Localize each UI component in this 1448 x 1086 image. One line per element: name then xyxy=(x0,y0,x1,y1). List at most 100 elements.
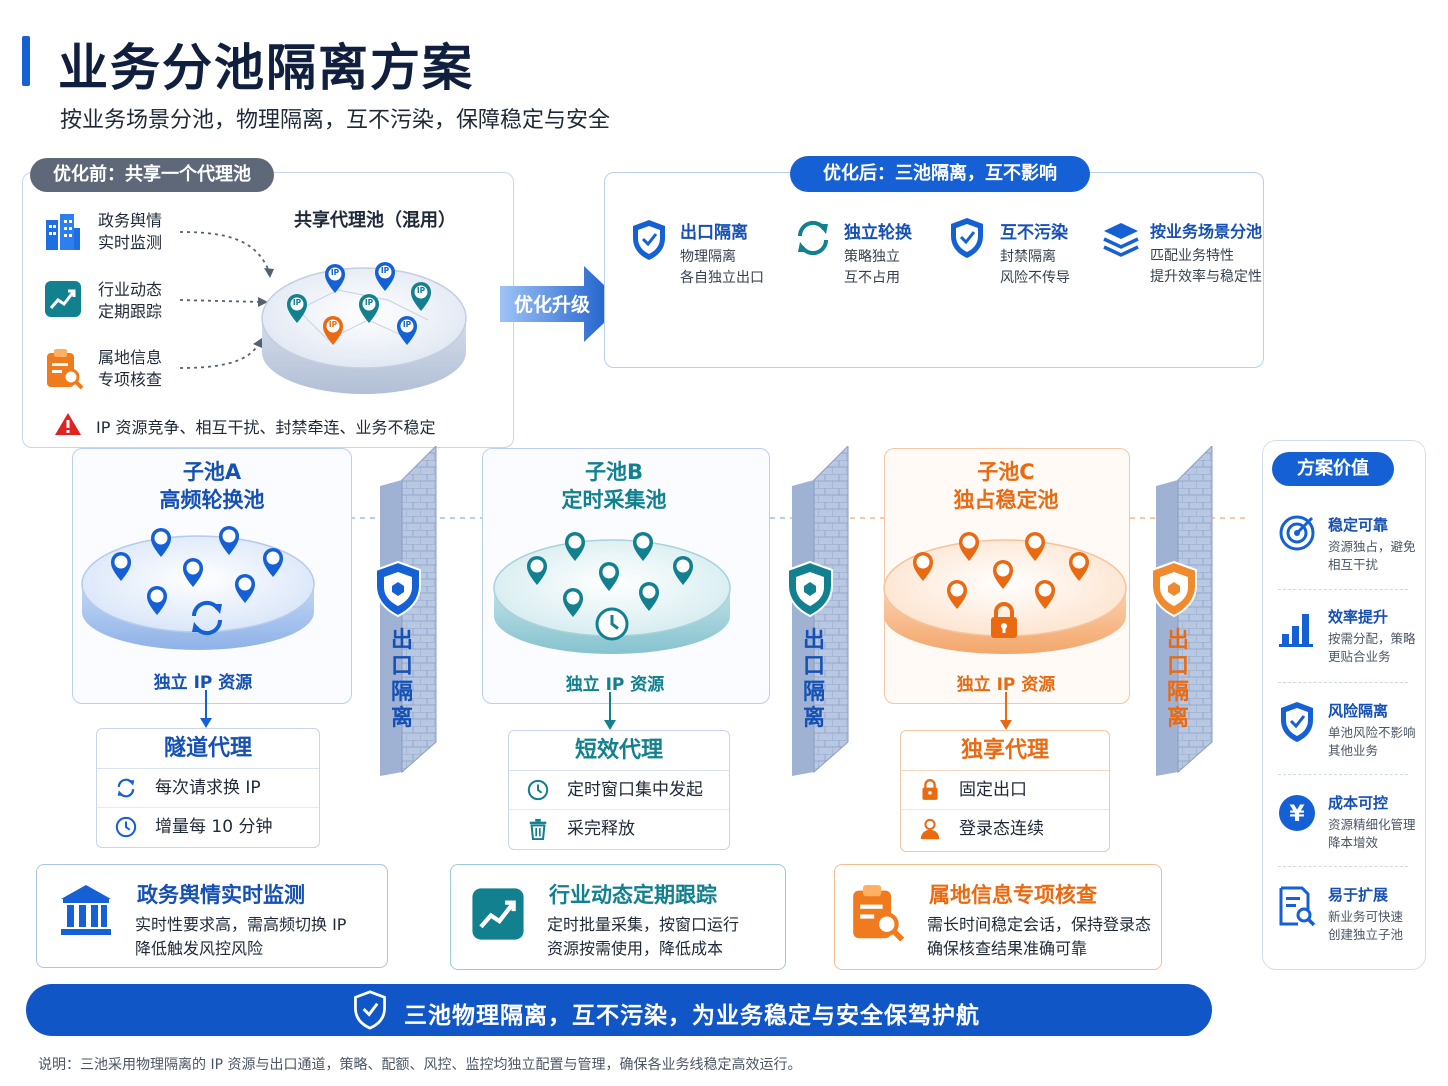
feature-3: 互不污染封禁隔离风险不传导 xyxy=(1000,223,1070,286)
ip-pin-icon xyxy=(947,580,967,609)
pool-a-pins xyxy=(80,518,316,654)
wall-2-label: 出口隔离 xyxy=(802,628,825,731)
lock-icon xyxy=(922,779,938,800)
down-arrow-icon xyxy=(200,690,212,728)
government-building-icon xyxy=(61,885,111,935)
ip-pin-icon xyxy=(219,526,239,555)
shield-icon xyxy=(375,560,421,618)
bottom-banner xyxy=(26,984,1212,1036)
warning-icon xyxy=(54,412,82,440)
trash-icon xyxy=(529,818,547,840)
down-arrow-icon xyxy=(1000,692,1012,730)
ip-pin-icon xyxy=(151,528,171,557)
ip-pin-icon xyxy=(993,560,1013,589)
after-panel xyxy=(604,172,1264,368)
government-building-icon xyxy=(44,212,82,256)
document-search-icon xyxy=(1278,886,1316,930)
value-item-1: 稳定可靠资源独占，避免相互干扰 xyxy=(1328,516,1416,572)
clipboard-search-icon xyxy=(853,885,905,942)
bar-chart-icon xyxy=(1278,608,1316,652)
clock-icon xyxy=(595,607,629,641)
wall-3-label: 出口隔离 xyxy=(1166,628,1189,731)
biz-card-3: 属地信息专项核查 需长时间稳定会话，保持登录态 确保核查结果准确可靠 xyxy=(834,864,1162,970)
clock-icon xyxy=(527,779,549,801)
biz-card-1: 政务舆情实时监测 实时性要求高，需高频切换 IP 降低触发风控风险 xyxy=(36,864,388,968)
rotate-arrows-icon xyxy=(794,218,832,262)
clock-icon xyxy=(115,816,137,838)
proxy-c-row-2: 登录态连续 xyxy=(901,809,1109,847)
shield-check-icon xyxy=(948,216,986,264)
ip-pin-icon: IP xyxy=(322,316,344,350)
ip-pin-icon: IP xyxy=(286,294,308,328)
shared-pool-title: 共享代理池（混用） xyxy=(294,210,456,231)
wall-1-label: 出口隔离 xyxy=(390,628,413,731)
yen-icon: ¥ xyxy=(1278,794,1316,836)
source-connector-lines xyxy=(179,231,274,369)
after-label: 优化后：三池隔离，互不影响 xyxy=(790,156,1090,192)
value-item-3: 风险隔离单池风险不影响其他业务 xyxy=(1328,702,1416,758)
value-divider xyxy=(1278,774,1408,775)
shield-check-icon xyxy=(354,990,386,1030)
shield-icon xyxy=(1151,560,1197,618)
ip-pin-icon xyxy=(183,558,203,587)
source-3: 属地信息专项核查 xyxy=(98,348,163,389)
isolation-wall-2 xyxy=(792,446,849,776)
pool-b-proxy: 短效代理 定时窗口集中发起 采完释放 xyxy=(508,730,730,850)
value-item-5: 易于扩展新业务可快速创建独立子池 xyxy=(1328,886,1404,942)
pool-c-proxy: 独享代理 固定出口 登录态连续 xyxy=(900,730,1110,852)
rotate-arrows-icon xyxy=(117,778,135,798)
ip-pin-icon xyxy=(563,588,583,617)
proxy-b-title: 短效代理 xyxy=(509,731,729,771)
ip-pin-icon xyxy=(639,582,659,611)
proxy-c-title: 独享代理 xyxy=(901,731,1109,771)
pool-c-pins xyxy=(882,522,1128,658)
ip-pin-icon: IP xyxy=(396,316,418,350)
ip-pin-icon xyxy=(527,556,547,585)
pool-b-resource: 独立 IP 资源 xyxy=(565,675,665,695)
ip-pin-icon xyxy=(913,552,933,581)
trend-chart-icon xyxy=(472,888,524,940)
ip-pin-icon: IP xyxy=(374,262,396,296)
proxy-b-row-1: 定时窗口集中发起 xyxy=(509,771,729,809)
before-label: 优化前：共享一个代理池 xyxy=(30,158,274,192)
proxy-a-row-2: 增量每 10 分钟 xyxy=(97,807,319,845)
shared-pool-pins: IP IP IP IP IP IP IP xyxy=(258,250,470,396)
target-icon xyxy=(1278,514,1316,556)
trend-chart-icon xyxy=(44,280,82,322)
ip-pin-icon: IP xyxy=(410,282,432,316)
isolation-wall-3 xyxy=(1156,446,1213,776)
svg-text:¥: ¥ xyxy=(1289,802,1305,827)
pool-a-proxy: 隧道代理 每次请求换 IP 增量每 10 分钟 xyxy=(96,728,320,848)
shield-check-icon xyxy=(1278,700,1316,748)
ip-pin-icon xyxy=(565,532,585,561)
pool-a-resource: 独立 IP 资源 xyxy=(153,673,253,693)
layers-icon xyxy=(1102,220,1140,262)
ip-pin-icon: IP xyxy=(324,264,346,298)
ip-pin-icon xyxy=(599,562,619,591)
proxy-c-row-1: 固定出口 xyxy=(901,771,1109,809)
ip-pin-icon xyxy=(263,548,283,577)
user-icon xyxy=(920,818,940,840)
value-divider xyxy=(1278,682,1408,683)
clipboard-search-icon xyxy=(44,348,84,394)
value-item-2: 效率提升按需分配，策略更贴合业务 xyxy=(1328,608,1416,664)
shield-check-icon xyxy=(630,218,668,266)
source-1: 政务舆情实时监测 xyxy=(98,211,163,252)
source-2: 行业动态定期跟踪 xyxy=(98,280,163,321)
ip-pin-icon xyxy=(147,586,167,615)
ip-pin-icon xyxy=(959,532,979,561)
value-divider xyxy=(1278,589,1408,590)
ip-pin-icon: IP xyxy=(358,294,380,328)
page-subtitle: 按业务场景分池，物理隔离，互不污染，保障稳定与安全 xyxy=(60,108,611,133)
feature-1: 出口隔离物理隔离各自独立出口 xyxy=(680,223,764,286)
upgrade-arrow xyxy=(500,266,624,342)
down-arrow-icon xyxy=(604,692,616,730)
biz-card-2: 行业动态定期跟踪 定时批量采集，按窗口运行 资源按需使用，降低成本 xyxy=(450,864,786,970)
title-accent-bar xyxy=(22,36,30,86)
value-divider xyxy=(1278,866,1408,867)
ip-pin-icon xyxy=(1025,532,1045,561)
